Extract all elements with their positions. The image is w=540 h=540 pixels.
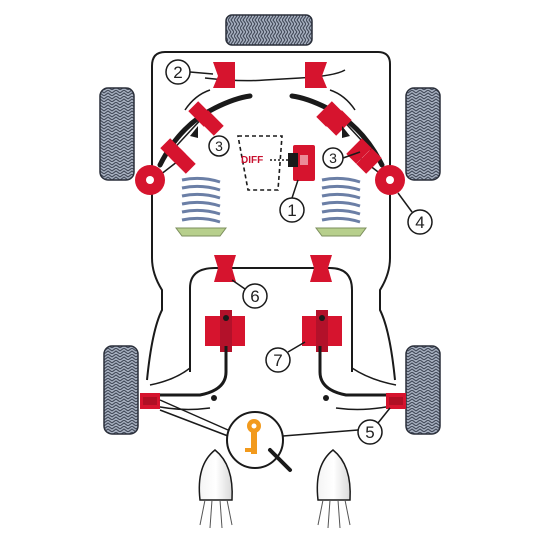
bracket-left	[190, 126, 198, 138]
bush-rear-trailing-left	[205, 310, 245, 352]
rear-right-pivot	[323, 395, 329, 401]
svg-text:6: 6	[250, 287, 259, 306]
diff-label: DIFF	[241, 155, 263, 166]
bush-lower-left	[160, 138, 196, 174]
svg-text:2: 2	[173, 63, 182, 82]
callout-4: 4	[397, 192, 433, 235]
tool-key-icon	[226, 411, 292, 472]
bush-rear-top-right	[310, 255, 332, 282]
rear-left-pivot	[211, 395, 217, 401]
bush-rear-outer-right	[386, 393, 406, 409]
rear-left-tyre	[103, 345, 139, 435]
bush-arm-left	[188, 101, 224, 136]
callout-1: 1	[279, 179, 305, 223]
front-left-tyre	[99, 87, 135, 181]
spring-right	[315, 176, 367, 237]
bush-rear-outer-left	[140, 393, 160, 409]
front-right-tyre	[405, 87, 441, 181]
boot-right	[316, 449, 351, 529]
svg-text:5: 5	[365, 423, 374, 442]
rear-right-tyre	[405, 345, 441, 435]
rear-links	[149, 367, 397, 411]
bush-arm-right	[316, 101, 352, 136]
front-left-hub	[135, 165, 165, 195]
callout-6: 6	[231, 279, 268, 309]
bush-rear-top-left	[214, 255, 236, 282]
bush-diff-mount	[288, 145, 315, 181]
bush-rear-trailing-right	[302, 310, 342, 352]
spare-tyre	[225, 14, 313, 46]
boot-left	[198, 449, 233, 529]
differential-outline	[237, 135, 283, 191]
svg-text:1: 1	[287, 201, 296, 220]
bracket-right	[342, 126, 350, 138]
spring-left	[175, 176, 227, 237]
chassis-frame	[146, 51, 396, 381]
callout-2: 2	[165, 59, 214, 85]
tool-leaders	[159, 399, 359, 437]
bush-lower-right	[346, 138, 382, 174]
front-right-hub	[375, 165, 405, 195]
bush-front-top-left	[213, 62, 235, 88]
rear-arms	[150, 346, 396, 397]
svg-text:3: 3	[215, 138, 223, 154]
callout-3-right: 3	[322, 147, 361, 169]
svg-text:7: 7	[273, 351, 282, 370]
svg-text:3: 3	[329, 150, 337, 166]
callout-3-left: 3	[208, 135, 230, 157]
bush-front-top-right	[305, 62, 327, 88]
callout-5: 5	[357, 407, 391, 445]
svg-text:4: 4	[415, 213, 424, 232]
callout-7: 7	[265, 341, 306, 373]
